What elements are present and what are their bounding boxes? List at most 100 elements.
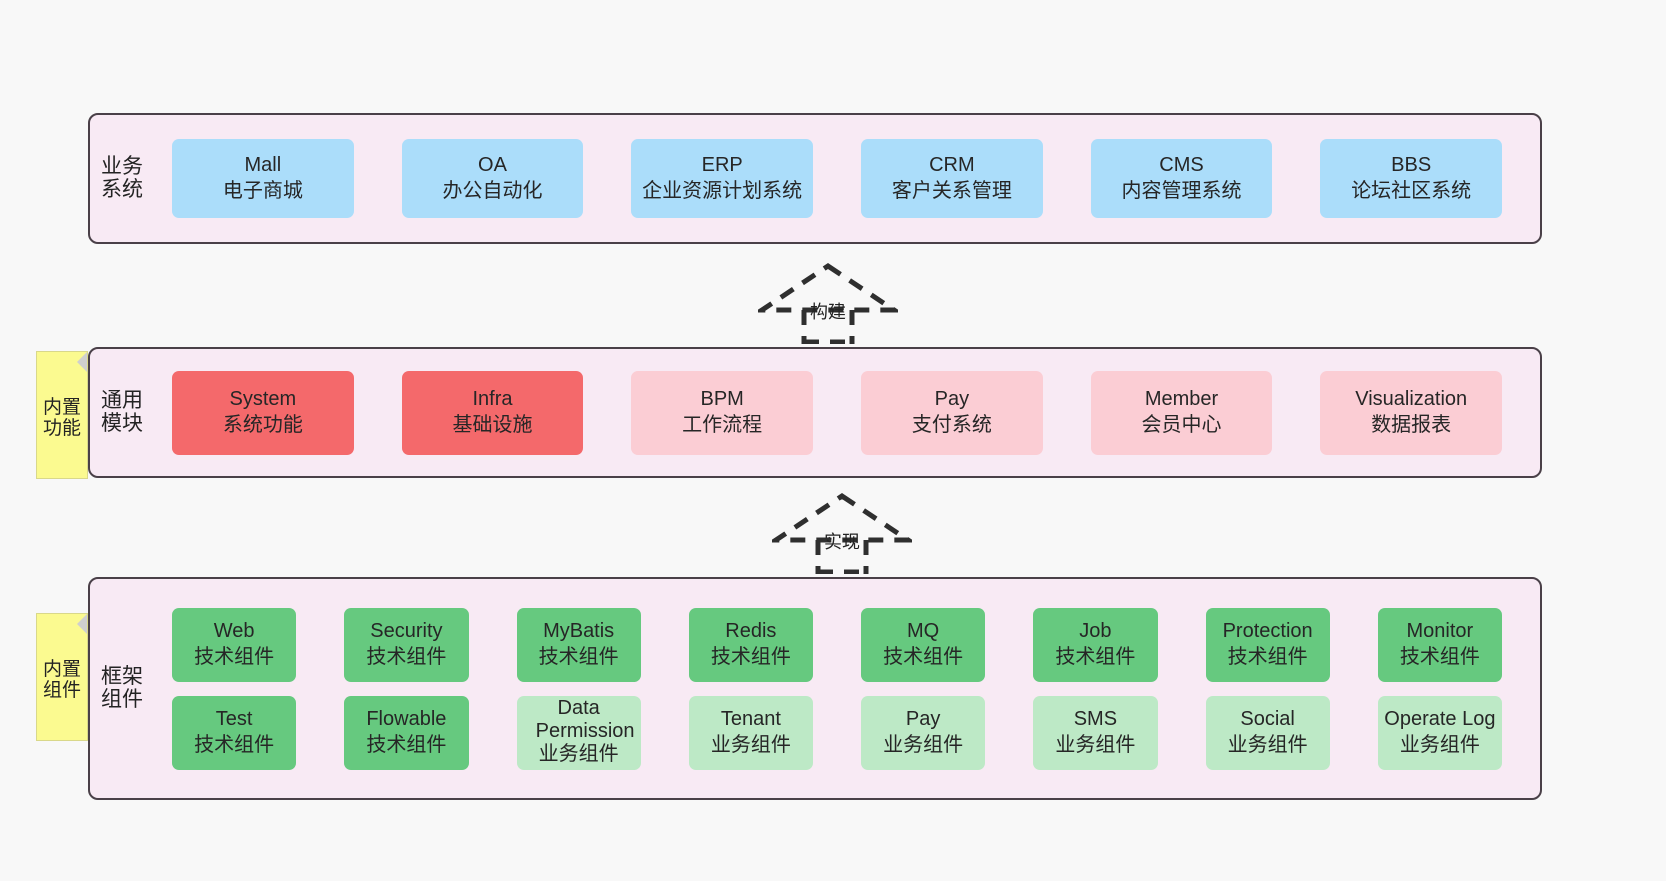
node-label-en: Flowable [366, 707, 447, 730]
generalization-arrow-icon [772, 492, 912, 574]
node-label-cn: 系统功能 [222, 413, 303, 436]
layer-title-common-modules: 通用模块 [101, 389, 143, 435]
node-label-cn: 业务组件 [883, 733, 964, 756]
node-label-cn: 业务组件 [1399, 733, 1480, 756]
node-label-en: CMS [1159, 153, 1204, 176]
node-mybatis[interactable]: MyBatis 技术组件 [516, 607, 641, 682]
node-label-cn: 论坛社区系统 [1351, 179, 1472, 202]
layer-common-modules: 通用模块 System 系统功能 Infra 基础设施 BPM 工作流程 Pay… [88, 347, 1542, 478]
note-label: 内置功能 [42, 397, 81, 439]
node-label-en: Infra [472, 387, 513, 410]
node-label-cn: 技术组件 [366, 733, 447, 756]
node-security[interactable]: Security 技术组件 [344, 607, 469, 682]
node-label-en: ERP [701, 153, 743, 176]
node-label-en: Mall [244, 153, 282, 176]
node-tenant[interactable]: Tenant 业务组件 [688, 695, 813, 770]
node-label-cn: 工作流程 [682, 413, 763, 436]
node-label-cn: 技术组件 [1399, 645, 1480, 668]
node-label-en: Protection [1222, 619, 1313, 642]
connector-implement: 实现 [772, 492, 912, 574]
node-monitor[interactable]: Monitor 技术组件 [1377, 607, 1502, 682]
node-infra[interactable]: Infra 基础设施 [401, 370, 584, 455]
node-label-en: OA [478, 153, 507, 176]
node-cms[interactable]: CMS 内容管理系统 [1090, 139, 1273, 218]
node-label-cn: 技术组件 [883, 645, 964, 668]
sticky-note-builtin-features: 内置功能 [36, 351, 88, 479]
layer-framework-components: 框架组件 Web 技术组件 Security 技术组件 MyBatis 技术组件 [88, 577, 1542, 800]
node-label-cn: 技术组件 [366, 645, 447, 668]
node-label-en: Tenant [720, 707, 781, 730]
node-label-cn: 客户关系管理 [891, 179, 1012, 202]
node-protection[interactable]: Protection 技术组件 [1205, 607, 1330, 682]
node-label-cn: 支付系统 [911, 413, 992, 436]
node-member[interactable]: Member 会员中心 [1090, 370, 1273, 455]
generalization-arrow-icon [758, 262, 898, 344]
node-label-cn: 技术组件 [710, 645, 791, 668]
layer-body-framework-components: Web 技术组件 Security 技术组件 MyBatis 技术组件 Redi… [144, 579, 1540, 798]
node-mall[interactable]: Mall 电子商城 [172, 139, 354, 218]
connector-build: 构建 [758, 262, 898, 344]
connector-label-implement: 实现 [824, 532, 860, 552]
node-row: Test 技术组件 Flowable 技术组件 Data Permission … [148, 695, 1526, 770]
layer-body-common-modules: System 系统功能 Infra 基础设施 BPM 工作流程 Pay 支付系统… [144, 349, 1540, 476]
node-label-en: Job [1079, 619, 1112, 642]
node-label-en: Monitor [1406, 619, 1474, 642]
node-label-en: Pay [934, 387, 970, 410]
node-label-en: Data Permission [535, 697, 635, 742]
layer-title-business-systems: 业务系统 [101, 155, 143, 201]
node-bpm[interactable]: BPM 工作流程 [631, 370, 814, 455]
node-operate-log[interactable]: Operate Log 业务组件 [1377, 695, 1502, 770]
connector-label-build: 构建 [810, 302, 846, 322]
node-label-cn: 技术组件 [1227, 645, 1308, 668]
node-pay-component[interactable]: Pay 业务组件 [861, 695, 986, 770]
node-label-cn: 业务组件 [710, 733, 791, 756]
node-label-cn: 技术组件 [194, 733, 275, 756]
node-erp[interactable]: ERP 企业资源计划系统 [631, 139, 814, 218]
node-visualization[interactable]: Visualization 数据报表 [1320, 370, 1503, 455]
node-job[interactable]: Job 技术组件 [1033, 607, 1158, 682]
node-label-cn: 业务组件 [1055, 733, 1136, 756]
node-label-cn: 基础设施 [452, 413, 533, 436]
node-row: Mall 电子商城 OA 办公自动化 ERP 企业资源计划系统 CRM 客户关系… [148, 139, 1526, 218]
node-label-en: Social [1240, 707, 1295, 730]
node-row: System 系统功能 Infra 基础设施 BPM 工作流程 Pay 支付系统… [148, 370, 1526, 455]
layer-business-systems: 业务系统 Mall 电子商城 OA 办公自动化 ERP 企业资源计划系统 CRM… [88, 113, 1542, 244]
node-oa[interactable]: OA 办公自动化 [401, 139, 584, 218]
node-label-en: BPM [700, 387, 744, 410]
node-test[interactable]: Test 技术组件 [172, 695, 297, 770]
note-label: 内置组件 [42, 659, 81, 701]
node-label-en: Web [213, 619, 255, 642]
node-pay-module[interactable]: Pay 支付系统 [861, 370, 1043, 455]
node-label-en: Redis [725, 619, 777, 642]
sticky-note-builtin-components: 内置组件 [36, 613, 88, 741]
node-label-cn: 技术组件 [538, 645, 619, 668]
node-row: Web 技术组件 Security 技术组件 MyBatis 技术组件 Redi… [148, 607, 1526, 682]
node-label-en: SMS [1073, 707, 1118, 730]
node-data-permission[interactable]: Data Permission 业务组件 [516, 695, 641, 770]
node-mq[interactable]: MQ 技术组件 [861, 607, 986, 682]
node-crm[interactable]: CRM 客户关系管理 [861, 139, 1043, 218]
node-sms[interactable]: SMS 业务组件 [1033, 695, 1158, 770]
node-social[interactable]: Social 业务组件 [1205, 695, 1330, 770]
node-label-en: Visualization [1355, 387, 1468, 410]
node-label-en: Member [1144, 387, 1219, 410]
node-flowable[interactable]: Flowable 技术组件 [344, 695, 469, 770]
node-label-cn: 电子商城 [222, 179, 303, 202]
node-label-cn: 办公自动化 [442, 179, 543, 202]
note-fold-cover-icon [67, 352, 87, 372]
node-web[interactable]: Web 技术组件 [172, 607, 297, 682]
node-label-en: Test [215, 707, 253, 730]
node-label-en: Pay [905, 707, 941, 730]
node-label-en: MyBatis [543, 619, 615, 642]
node-redis[interactable]: Redis 技术组件 [688, 607, 813, 682]
node-system[interactable]: System 系统功能 [172, 370, 354, 455]
node-label-cn: 业务组件 [1227, 733, 1308, 756]
layer-title-framework-components: 框架组件 [101, 665, 143, 711]
node-label-en: CRM [929, 153, 975, 176]
layer-body-business-systems: Mall 电子商城 OA 办公自动化 ERP 企业资源计划系统 CRM 客户关系… [144, 115, 1540, 242]
note-fold-cover-icon [67, 614, 87, 634]
node-label-en: MQ [907, 619, 940, 642]
node-bbs[interactable]: BBS 论坛社区系统 [1320, 139, 1503, 218]
node-label-en: Security [370, 619, 443, 642]
